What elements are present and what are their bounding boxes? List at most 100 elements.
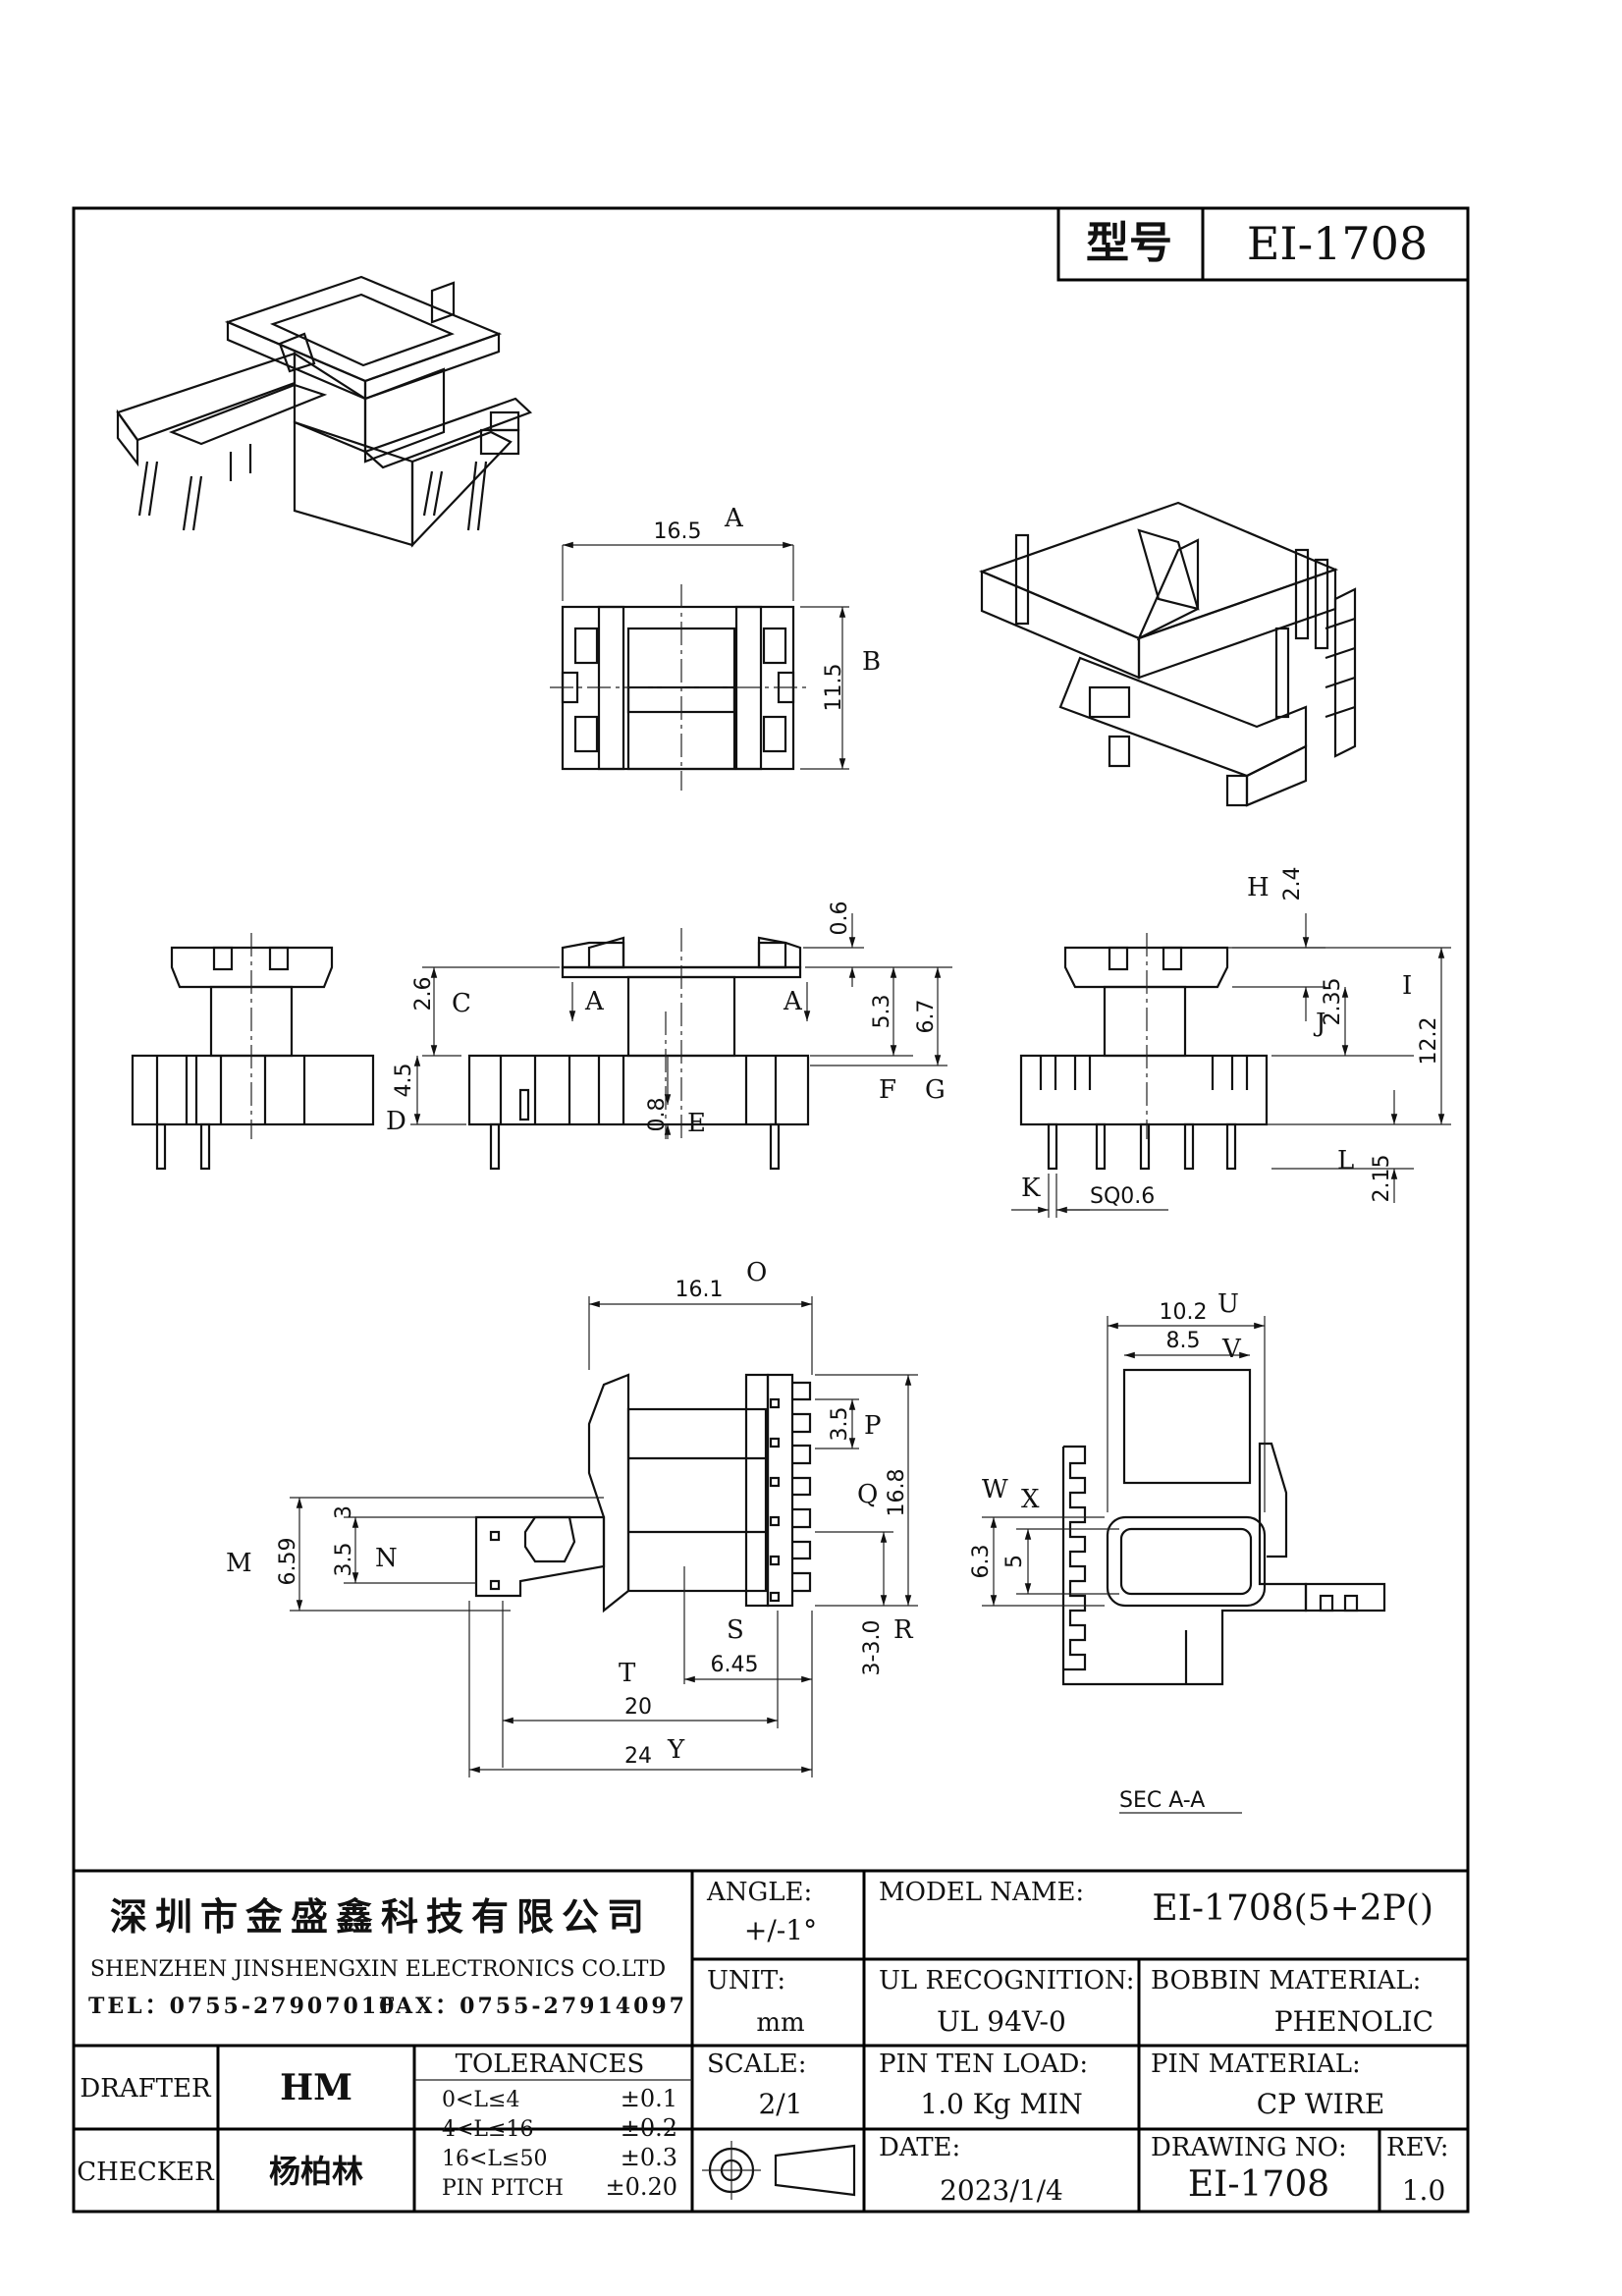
dim-r-label: R (893, 1615, 914, 1645)
angle-label: ANGLE: (706, 1878, 812, 1907)
dim-m-value: 6.59 (276, 1538, 300, 1586)
drafter-value: HM (280, 2067, 352, 2108)
ul-label: UL RECOGNITION: (879, 1966, 1135, 1995)
angle-value: +/-1° (744, 1914, 817, 1946)
drafter-label: DRAFTER (80, 2074, 212, 2104)
bobbin-value: PHENOLIC (1274, 2005, 1433, 2038)
dim-p-value: 3.5 (828, 1407, 852, 1442)
dim-n-top: 3 (332, 1505, 356, 1519)
dim-p-label: P (864, 1411, 882, 1441)
pin-load-value: 1.0 Kg MIN (920, 2088, 1082, 2120)
dim-q-value: 16.8 (885, 1469, 909, 1517)
dim-s-label: S (727, 1615, 744, 1645)
section-mark-right: A (783, 987, 803, 1016)
tolerance-value: ±0.3 (621, 2144, 677, 2171)
bottom-view: 16.1 O 3.5 P 16.8 Q 3-3.0 R 6.45 S 20 T … (226, 1258, 918, 1777)
dim-g-label: G (925, 1075, 946, 1105)
date-value: 2023/1/4 (940, 2174, 1063, 2207)
projection-symbol-icon (702, 2141, 856, 2200)
dim-o-value: 16.1 (676, 1278, 724, 1302)
isometric-view-bottom (978, 501, 1357, 807)
dim-u-label: U (1217, 1289, 1239, 1319)
scale-value: 2/1 (758, 2088, 802, 2120)
tolerance-range: 0<L≤4 (442, 2088, 519, 2112)
top-view: 16.5 A 11.5 B (550, 504, 881, 791)
drawing-no-label: DRAWING NO: (1151, 2133, 1347, 2162)
section-view: 10.2 U 8.5 V 6.3 W 5 X SEC A-A (969, 1289, 1386, 1814)
model-header-label: 型号 (1086, 218, 1172, 268)
date-label: DATE: (879, 2133, 960, 2162)
dim-m-label: M (226, 1549, 252, 1578)
dim-b-value: 11.5 (822, 664, 846, 712)
dim-i-label: I (1402, 971, 1412, 1001)
tolerance-range: 16<L≤50 (442, 2147, 547, 2171)
dim-y-value: 24 (624, 1744, 652, 1769)
side-view: 2.4 H 2.35 J 12.2 I 2.15 L K SQ0.6 (1011, 867, 1451, 1218)
tolerance-value: ±0.2 (621, 2114, 677, 2142)
dim-pin-sq: SQ0.6 (1090, 1184, 1155, 1209)
pin-material-value: CP WIRE (1257, 2088, 1385, 2120)
dim-top-value: 0.6 (828, 902, 852, 936)
dim-l-label: L (1337, 1146, 1354, 1175)
dim-v-label: V (1221, 1335, 1242, 1364)
section-caption: SEC A-A (1119, 1788, 1205, 1813)
dim-w-label: W (982, 1475, 1008, 1504)
unit-label: UNIT: (707, 1966, 785, 1995)
dim-a-label: A (724, 504, 744, 533)
pin-load-label: PIN TEN LOAD: (879, 2050, 1088, 2079)
dim-v-value: 8.5 (1166, 1329, 1201, 1353)
pin-material-label: PIN MATERIAL: (1151, 2050, 1361, 2079)
company-name-cn: 深圳市金盛鑫科技有限公司 (110, 1894, 652, 1939)
dim-t-value: 20 (624, 1695, 652, 1720)
dim-g-value: 6.7 (914, 1000, 939, 1034)
dim-u-value: 10.2 (1160, 1300, 1208, 1325)
dim-h-label: H (1247, 873, 1270, 902)
dim-x-value: 5 (1002, 1555, 1027, 1568)
dim-a-value: 16.5 (654, 519, 702, 544)
dim-t-label: T (619, 1659, 636, 1688)
model-header: 型号 EI-1708 (1056, 206, 1470, 282)
bobbin-label: BOBBIN MATERIAL: (1151, 1966, 1421, 1995)
ul-value: UL 94V-0 (937, 2005, 1066, 2038)
model-name-value: EI-1708(5+2P() (1152, 1888, 1433, 1929)
tolerance-value: ±0.1 (621, 2085, 677, 2112)
model-header-value: EI-1708 (1247, 217, 1428, 270)
dim-j-value: 2.35 (1321, 978, 1345, 1026)
scale-label: SCALE: (707, 2050, 807, 2079)
unit-value: mm (756, 2008, 804, 2038)
dim-x-label: X (1021, 1485, 1040, 1514)
drawing-frame (72, 206, 1470, 2214)
tolerance-range: PIN PITCH (442, 2176, 564, 2201)
dim-y-label: Y (667, 1735, 685, 1765)
dim-d-value: 4.5 (392, 1064, 416, 1098)
dim-d-label: D (386, 1107, 406, 1136)
dim-e-label: E (687, 1109, 706, 1138)
section-mark-left: A (584, 987, 605, 1016)
dim-n-value: 3.5 (332, 1543, 356, 1577)
dim-n-label: N (375, 1544, 398, 1573)
company-tel: TEL：0755-27907010 (88, 1994, 397, 2019)
isometric-view-top (116, 275, 533, 548)
dim-b-label: B (862, 647, 881, 677)
dim-l-value: 2.15 (1370, 1155, 1394, 1203)
tolerances-title: TOLERANCES (456, 2050, 645, 2079)
dim-i-value: 12.2 (1417, 1017, 1441, 1066)
model-name-label: MODEL NAME: (879, 1878, 1084, 1907)
rev-value: 1.0 (1402, 2174, 1446, 2207)
dim-f-label: F (879, 1075, 896, 1105)
dim-w-value: 6.3 (969, 1545, 994, 1579)
tolerance-value: ±0.20 (605, 2173, 677, 2201)
dim-f-value: 5.3 (870, 995, 894, 1029)
checker-label: CHECKER (77, 2158, 215, 2187)
dim-j-label: J (1313, 1009, 1325, 1038)
checker-value: 杨柏林 (269, 2153, 363, 2190)
dim-k-label: K (1021, 1174, 1041, 1203)
dim-o-label: O (746, 1258, 767, 1287)
dim-c-label: C (452, 989, 471, 1018)
title-block: 深圳市金盛鑫科技有限公司 SHENZHEN JINSHENGXIN ELECTR… (74, 1869, 1468, 2212)
drawing-no-value: EI-1708 (1188, 2164, 1329, 2205)
dim-q-label: Q (857, 1480, 878, 1509)
dim-e-value: 0.8 (645, 1098, 670, 1132)
dim-c-value: 2.6 (411, 977, 436, 1011)
front-view: A A 2.6 C 4.5 D 0.8 E 0.6 5.3 F 6.7 G (386, 902, 952, 1171)
